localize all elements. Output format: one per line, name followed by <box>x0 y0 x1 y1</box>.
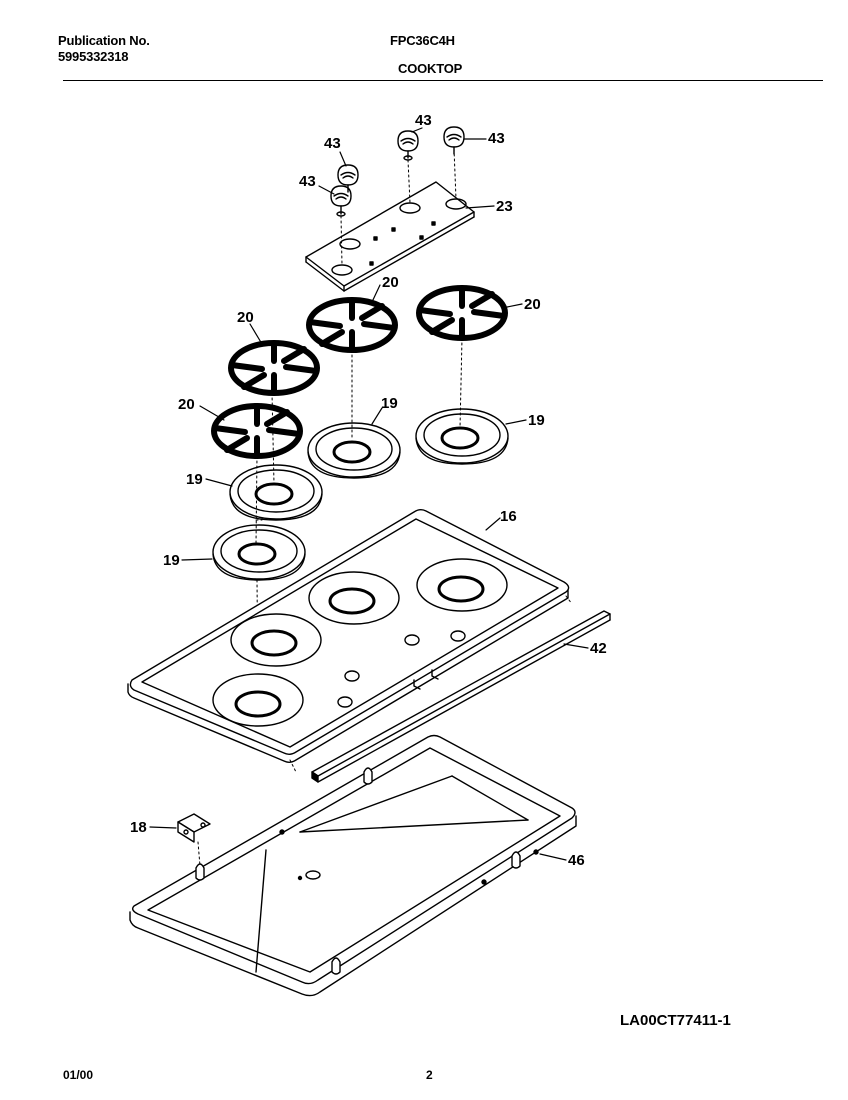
knob-back-mid <box>397 130 419 161</box>
publication-label: Publication No. <box>58 33 150 48</box>
publication-number: 5995332318 <box>58 49 129 64</box>
leader-lines <box>149 127 589 861</box>
callout-20-back-mid: 20 <box>382 274 399 291</box>
trim-strip <box>311 610 611 783</box>
callout-43-c: 43 <box>415 112 432 129</box>
callout-43-d: 43 <box>488 130 505 147</box>
knob-back-right <box>443 126 465 155</box>
callout-42: 42 <box>590 640 607 657</box>
section-title: COOKTOP <box>398 61 463 76</box>
grate-mid-left <box>228 340 320 396</box>
issue-date: 01/00 <box>63 1068 94 1082</box>
knob-front <box>330 185 352 217</box>
pan-right <box>415 408 509 465</box>
callout-19-left-upper: 19 <box>186 471 203 488</box>
callout-20-mid-left: 20 <box>237 309 254 326</box>
knob-guides <box>340 148 457 266</box>
burner-box <box>129 734 577 997</box>
callout-19-mid: 19 <box>381 395 398 412</box>
callout-23: 23 <box>496 198 513 215</box>
control-panel <box>305 181 475 292</box>
bracket <box>177 813 211 843</box>
callout-20-front-left: 20 <box>178 396 195 413</box>
callout-46: 46 <box>568 852 585 869</box>
callout-18: 18 <box>130 819 147 836</box>
callout-19-left-lower: 19 <box>163 552 180 569</box>
pan-mid <box>307 422 401 479</box>
figure-id: LA00CT77411-1 <box>620 1012 731 1029</box>
grate-front-left <box>211 403 303 459</box>
callout-20-back-right: 20 <box>524 296 541 313</box>
page-number: 2 <box>426 1068 433 1082</box>
knob-back-left <box>337 164 359 193</box>
pan-left-lower <box>212 524 306 581</box>
callout-43-a: 43 <box>324 135 341 152</box>
grate-back-right <box>416 285 508 341</box>
cooktop <box>127 509 570 763</box>
grate-back-mid <box>306 297 398 353</box>
pan-left-upper <box>229 464 323 521</box>
callout-16: 16 <box>500 508 517 525</box>
header-rule <box>63 80 823 81</box>
callout-43-b: 43 <box>299 173 316 190</box>
lower-guides <box>197 595 573 867</box>
model-number: FPC36C4H <box>390 33 455 48</box>
callout-19-right: 19 <box>528 412 545 429</box>
